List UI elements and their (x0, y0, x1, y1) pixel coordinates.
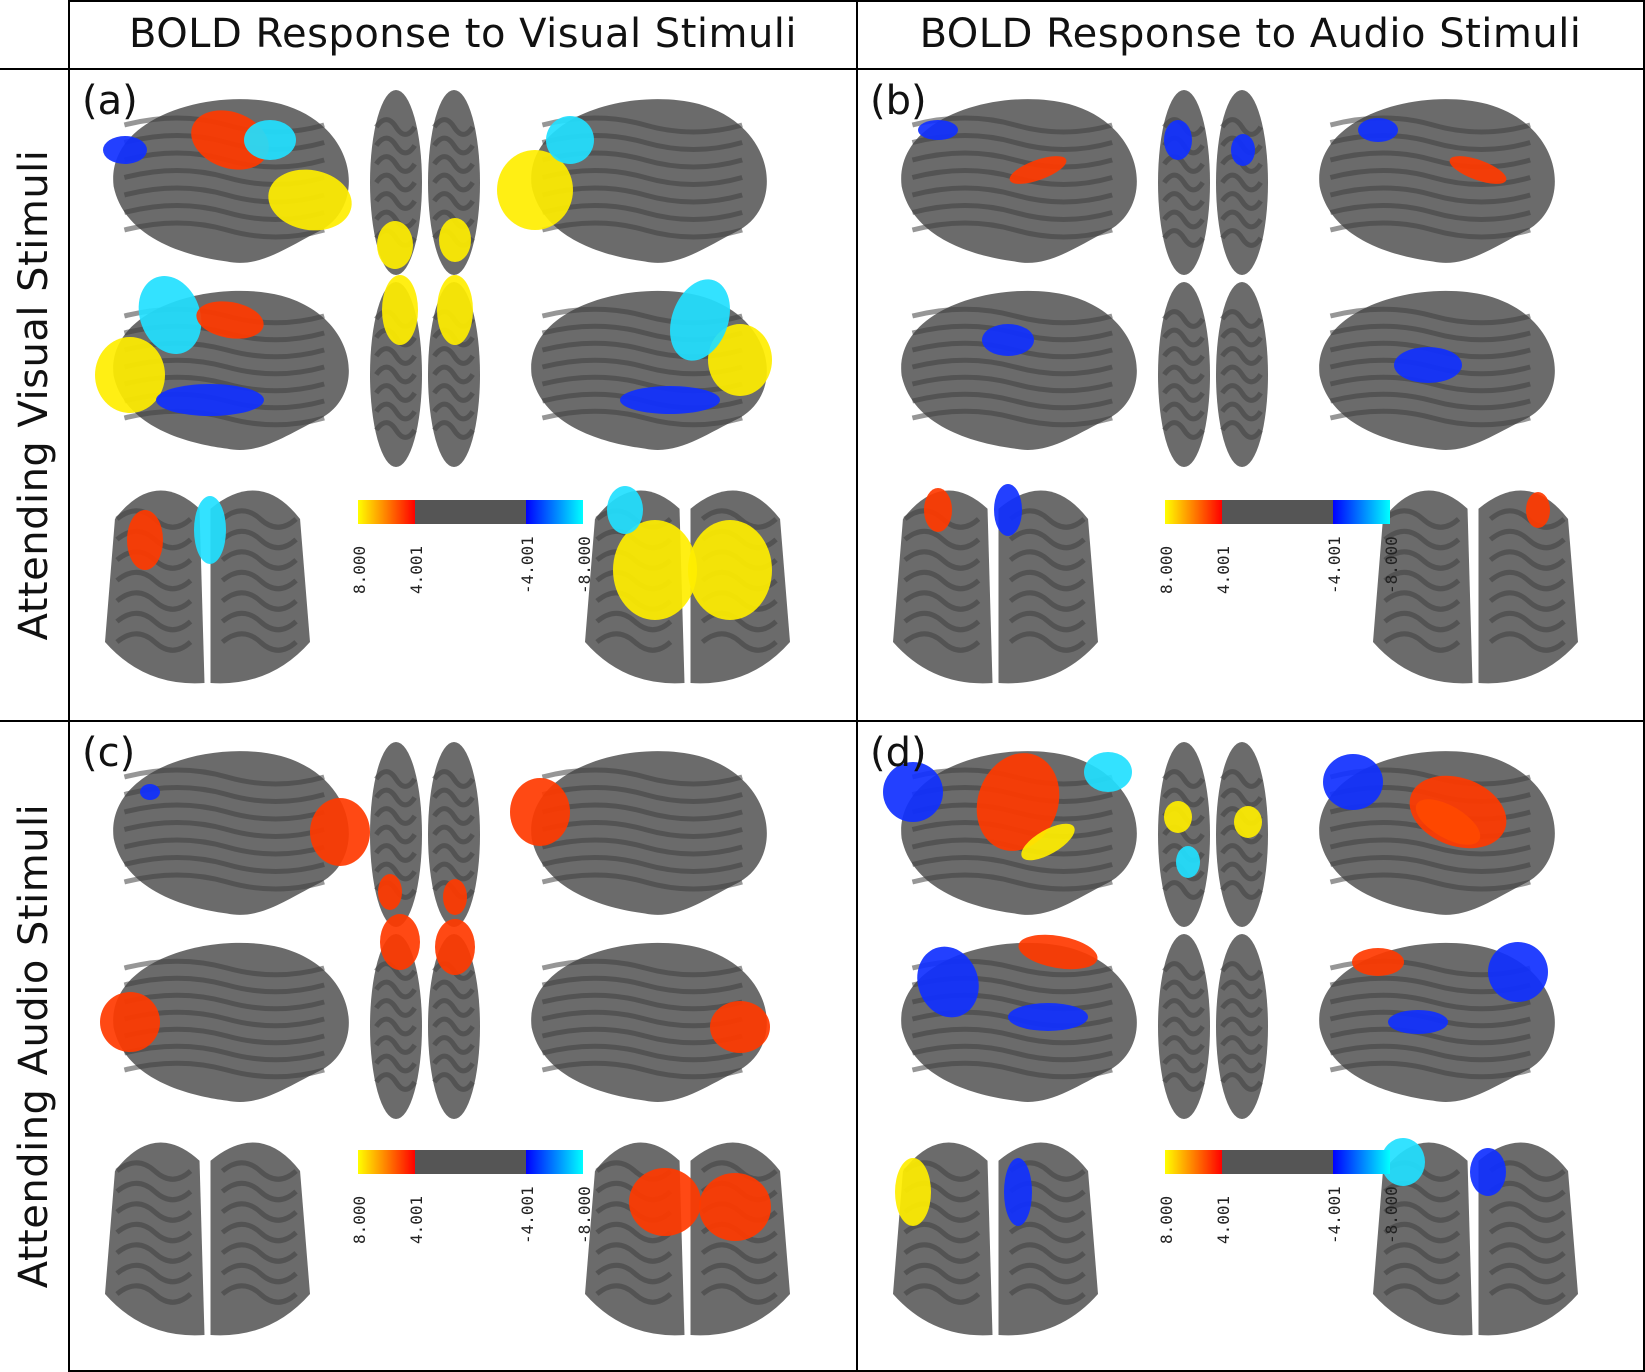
grid-left-column-border (68, 0, 70, 1372)
colorbar-tick-neg-threshold: -4.001 (1325, 1186, 1344, 1244)
panel-c: (c) (70, 722, 856, 1370)
panel-d: (d) (858, 722, 1643, 1370)
grid-row-divider (0, 720, 1645, 722)
colorbar-tick-max: 8.000 (1157, 545, 1176, 594)
colorbar-tick-max: 8.000 (1157, 1195, 1176, 1244)
colorbar-tick-pos-threshold: 4.001 (407, 545, 426, 594)
panel-b: (b) (858, 70, 1643, 720)
colorbar-gradient (1165, 500, 1390, 524)
colorbar-tick-min: -8.000 (1382, 1186, 1401, 1244)
colorbar-tick-min: -8.000 (575, 536, 594, 594)
colorbar-gradient (358, 1150, 583, 1174)
colorbar-gradient (1165, 1150, 1390, 1174)
colorbar-gradient (358, 500, 583, 524)
colorbar-tick-min: -8.000 (1382, 536, 1401, 594)
panel-a: (a) (70, 70, 856, 720)
colorbar-tick-pos-threshold: 4.001 (1214, 1195, 1233, 1244)
column-header-visual: BOLD Response to Visual Stimuli (128, 11, 798, 57)
panel-label-d: (d) (870, 730, 927, 776)
row-header-attending-visual: Attending Visual Stimuli (11, 149, 57, 641)
colorbar-tick-neg-threshold: -4.001 (518, 536, 537, 594)
colorbar-tick-neg-threshold: -4.001 (1325, 536, 1344, 594)
panel-label-b: (b) (870, 78, 927, 124)
brain-maps-d (883, 742, 1578, 1336)
brain-maps-c (100, 742, 790, 1336)
panel-label-a: (a) (82, 78, 138, 124)
brain-maps-b (893, 90, 1578, 684)
row-header-attending-audio: Attending Audio Stimuli (11, 803, 57, 1289)
grid-right-border (1643, 0, 1645, 1372)
colorbar-tick-pos-threshold: 4.001 (1214, 545, 1233, 594)
colorbar-tick-max: 8.000 (350, 1195, 369, 1244)
colorbar-tick-min: -8.000 (575, 1186, 594, 1244)
colorbar-tick-neg-threshold: -4.001 (518, 1186, 537, 1244)
brain-maps-a (95, 90, 790, 684)
grid-header-divider (0, 68, 1645, 70)
grid-column-divider (856, 0, 858, 1372)
colorbar-tick-max: 8.000 (350, 545, 369, 594)
column-header-audio: BOLD Response to Audio Stimuli (919, 11, 1582, 57)
colorbar-tick-pos-threshold: 4.001 (407, 1195, 426, 1244)
panel-label-c: (c) (82, 730, 136, 776)
